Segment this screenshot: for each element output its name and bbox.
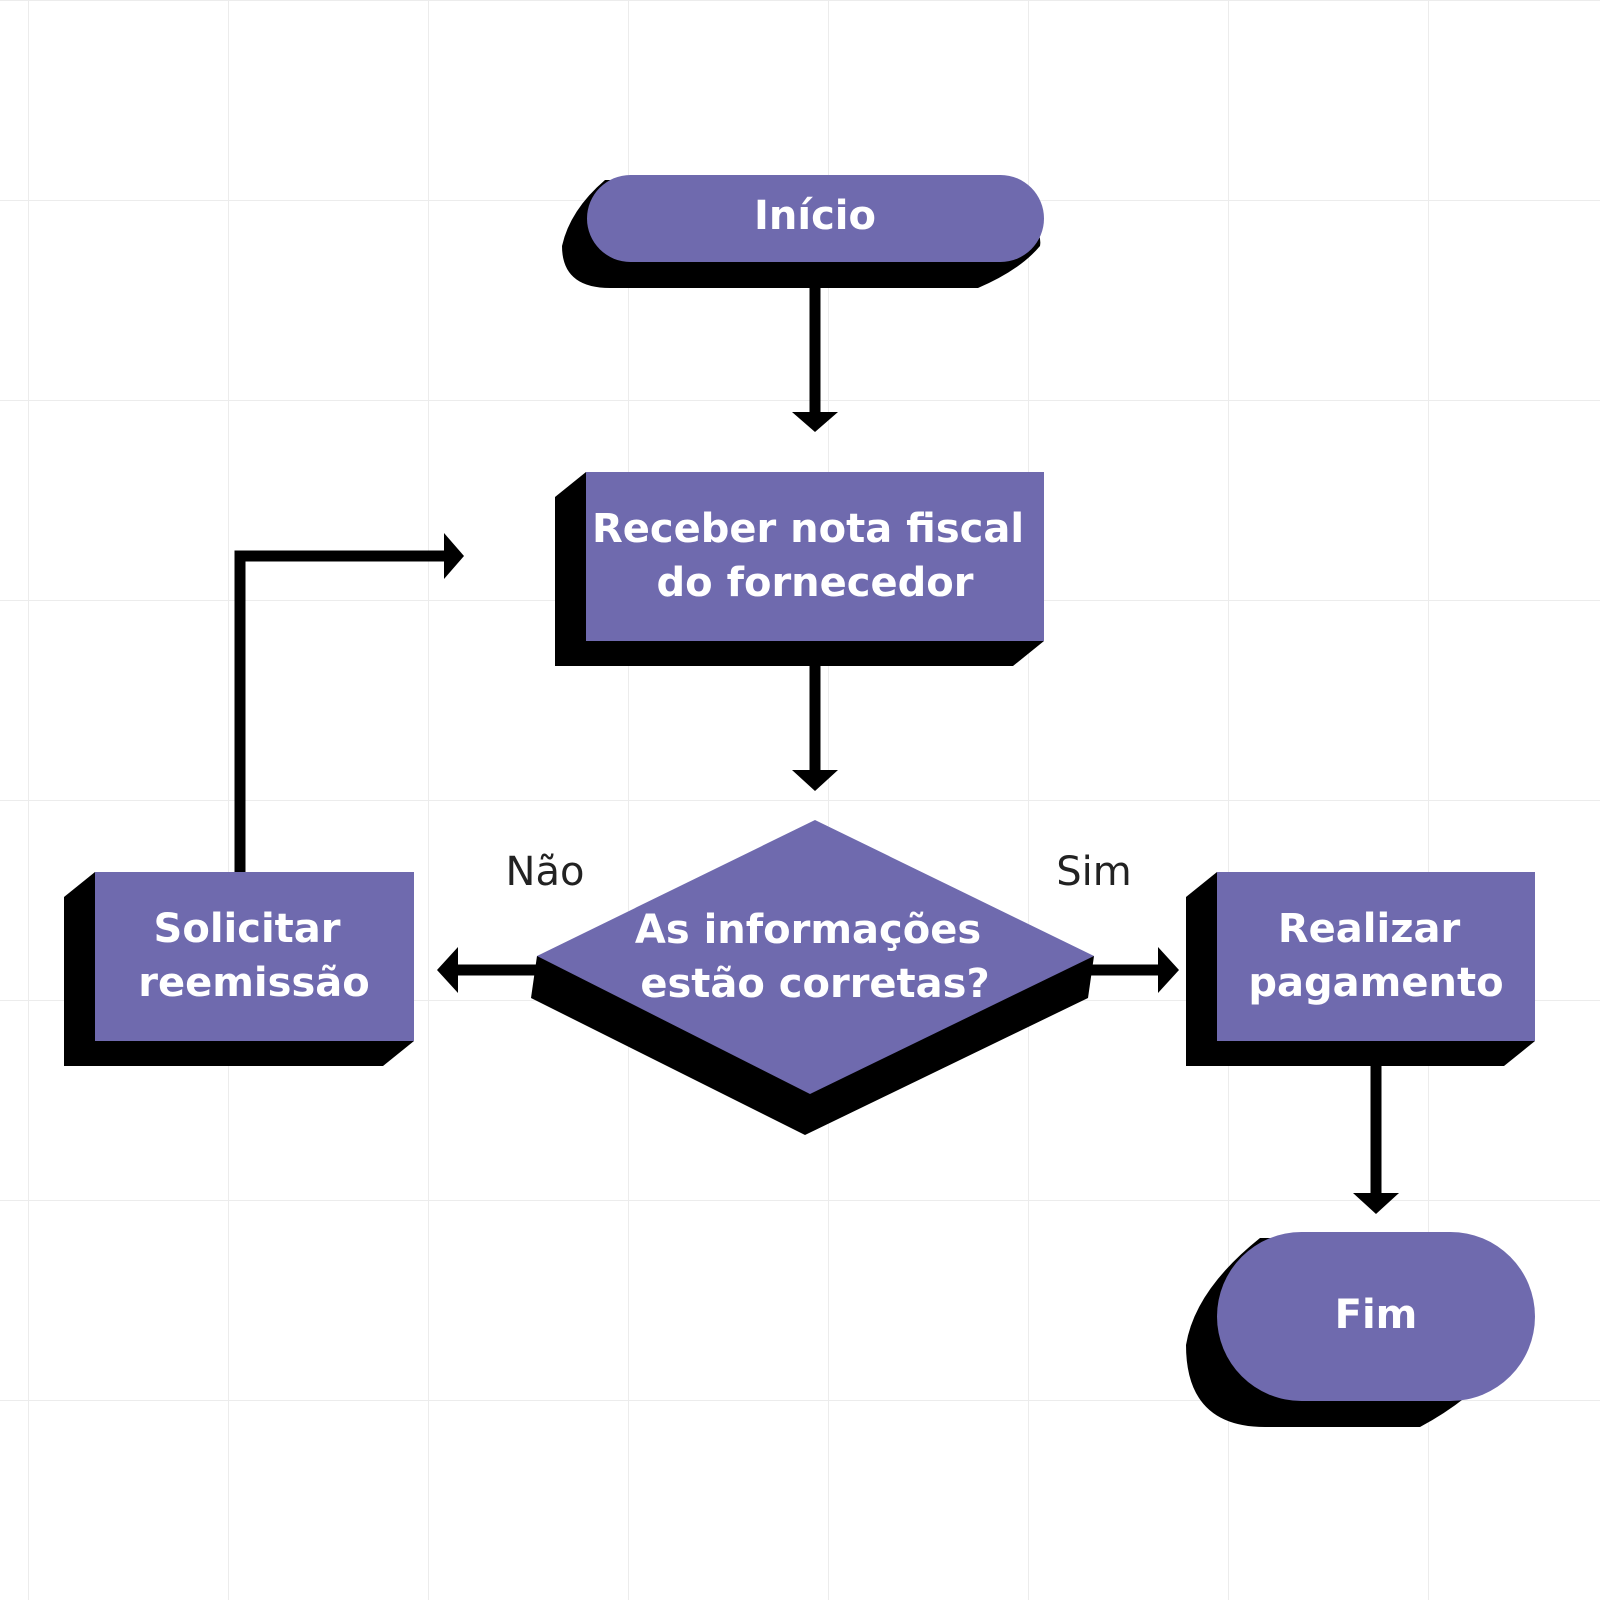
node-start-label: Início [754,193,876,239]
edge-receive-to-decision [792,665,838,791]
node-pay-line2: pagamento [1248,960,1503,1006]
node-decision-shape [537,820,1094,1094]
node-pay-line1: Realizar [1278,906,1461,952]
node-pay-shape [1217,872,1535,1041]
node-receive-line1: Receber nota fiscal [592,506,1024,552]
node-receive: Receber nota fiscal do fornecedor [555,472,1044,666]
edge-decision-to-pay [1090,947,1179,993]
edge-start-to-receive [792,285,838,432]
node-receive-label: Receber nota fiscal do fornecedor [592,506,1038,606]
node-receive-shape [586,472,1044,641]
node-pay: Realizar pagamento [1186,872,1535,1066]
node-pay-label: Realizar pagamento [1248,906,1503,1006]
node-reissue-label: Solicitar reemissão [138,906,369,1006]
node-end: Fim [1186,1232,1535,1427]
node-start: Início [562,175,1044,288]
edge-pay-to-end [1353,1066,1399,1214]
node-reissue: Solicitar reemissão [64,872,414,1066]
node-decision-label: As informações estão corretas? [635,907,995,1007]
node-decision-line1: As informações [635,907,981,953]
node-end-shape [1217,1232,1535,1401]
edge-reissue-loop-to-receive [234,533,464,873]
edge-label-yes: Sim [1056,849,1131,895]
node-decision-line2: estão corretas? [640,961,989,1007]
node-reissue-shape [95,872,414,1041]
node-start-shape [587,175,1044,262]
node-reissue-line2: reemissão [138,960,369,1006]
node-decision: As informações estão corretas? [531,820,1094,1135]
edge-label-no: Não [506,849,585,895]
node-end-label: Fim [1335,1292,1418,1338]
node-receive-line2: do fornecedor [657,560,974,606]
node-reissue-line1: Solicitar [154,906,341,952]
edge-decision-to-reissue [437,947,537,993]
